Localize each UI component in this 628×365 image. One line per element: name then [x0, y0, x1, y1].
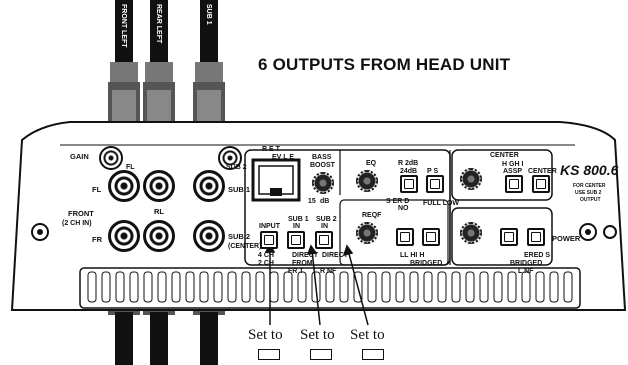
- bridged-label: BRIDGED: [410, 260, 443, 267]
- rca-fl[interactable]: [108, 170, 140, 202]
- input-mode-button[interactable]: [260, 231, 278, 249]
- callout-set-to-1: Set to: [248, 327, 283, 343]
- rca-fr[interactable]: [108, 220, 140, 252]
- rca-rr[interactable]: [143, 220, 175, 252]
- sub2-in-button[interactable]: [315, 231, 333, 249]
- eq-knob[interactable]: [356, 170, 378, 192]
- bass-15-label: 15: [308, 198, 316, 205]
- ered-label: ERED S: [524, 252, 551, 259]
- cable-label-rear-left: REAR LEFT: [155, 4, 162, 44]
- note-use-sub2: USE SUB 2: [575, 190, 602, 196]
- ps-label: P S: [427, 168, 439, 175]
- level-label: EV L E: [272, 154, 295, 161]
- heatsink-fins: [87, 271, 573, 303]
- slope-button[interactable]: [400, 175, 418, 193]
- sub2-label: SUB 2: [228, 232, 251, 241]
- sub2-gain-knob[interactable]: [218, 146, 242, 170]
- eq-label: EQ: [366, 160, 377, 167]
- page-title: 6 OUTPUTS FROM HEAD UNIT: [258, 55, 511, 74]
- callout-set-to-2: Set to: [300, 327, 335, 343]
- no-label: NO: [398, 205, 409, 212]
- front-sub-label: (2 CH IN): [62, 220, 92, 227]
- fr-label: FR: [92, 235, 102, 244]
- sub1-in-label-2: IN: [293, 223, 300, 230]
- rl-label: RL: [154, 207, 164, 216]
- direct-label: DIRECT: [292, 252, 319, 259]
- sub1-in-button[interactable]: [287, 231, 305, 249]
- sub2-small-label: SUB 2: [226, 164, 247, 171]
- ch2-label: 2 CH: [258, 260, 274, 267]
- assp-button[interactable]: [505, 175, 523, 193]
- from-label: FROM: [292, 260, 313, 267]
- bass-boost-knob[interactable]: [312, 172, 334, 194]
- power-right-button[interactable]: [527, 228, 545, 246]
- sub1-label: SUB 1: [228, 185, 251, 194]
- ll-hi-label: LL HI H: [400, 252, 425, 259]
- gain-knob[interactable]: [99, 146, 123, 170]
- fl-label: FL: [92, 185, 102, 194]
- model-name: KS 800.6: [560, 162, 619, 178]
- switch-position-icon: [258, 349, 280, 360]
- bass-db-label: dB: [320, 198, 330, 205]
- remote-eq-label: R E T: [262, 146, 280, 153]
- rear-left-button[interactable]: [396, 228, 414, 246]
- fl-small-label: FL: [126, 164, 135, 171]
- sub2-in-label: SUB 2: [316, 216, 337, 223]
- front-label: FRONT: [68, 209, 94, 218]
- slope-label: R 2dB: [398, 160, 419, 167]
- center-button[interactable]: [532, 175, 550, 193]
- power-knob[interactable]: [460, 222, 482, 244]
- sub2-sub-label: (CENTER): [228, 243, 262, 250]
- power-label: POWER: [552, 234, 581, 243]
- note-for-center: FOR CENTER: [573, 183, 606, 189]
- rca-sub1[interactable]: [193, 170, 225, 202]
- rca-rl-top[interactable]: [143, 170, 175, 202]
- input-label: INPUT: [259, 223, 280, 230]
- rear-knob[interactable]: [356, 222, 378, 244]
- sub1-in-label: SUB 1: [288, 216, 309, 223]
- assp-label: ASSP: [503, 168, 523, 175]
- direct2-label: DIRECT: [322, 252, 349, 259]
- rca-sub2[interactable]: [193, 220, 225, 252]
- sub2-in-label-2: IN: [321, 223, 328, 230]
- ch4-label: 4 CH: [258, 252, 274, 259]
- center-btn-label: CENTER: [528, 168, 557, 175]
- rear-label: REQF: [362, 212, 382, 219]
- boost-label: BOOST: [310, 162, 335, 169]
- cable-label-front-left: FRONT LEFT: [120, 4, 127, 48]
- switch-position-icon: [310, 349, 332, 360]
- slope-24-label: 24dB: [400, 168, 418, 175]
- power-left-button[interactable]: [500, 228, 518, 246]
- rnf-label: R NF: [320, 268, 337, 275]
- bass-label: BASS: [312, 154, 332, 161]
- ps-button[interactable]: [426, 175, 444, 193]
- switch-position-icon: [362, 349, 384, 360]
- note-output: OUTPUT: [580, 197, 601, 203]
- bridged2-label: BRIDGED: [510, 260, 543, 267]
- lnf-label: L NF: [518, 268, 534, 275]
- center-knob[interactable]: [460, 168, 482, 190]
- rear-right-button[interactable]: [422, 228, 440, 246]
- fr-t-label: FR T: [288, 268, 304, 275]
- callout-set-to-3: Set to: [350, 327, 385, 343]
- sero-label: S ER D: [386, 198, 410, 205]
- hghi-label: H GH I: [502, 161, 524, 168]
- cable-label-sub1: SUB 1: [205, 4, 212, 25]
- center-heading: CENTER: [490, 152, 519, 159]
- full-low-label: FULL LOW: [423, 200, 460, 207]
- gain-label: GAIN: [70, 152, 89, 161]
